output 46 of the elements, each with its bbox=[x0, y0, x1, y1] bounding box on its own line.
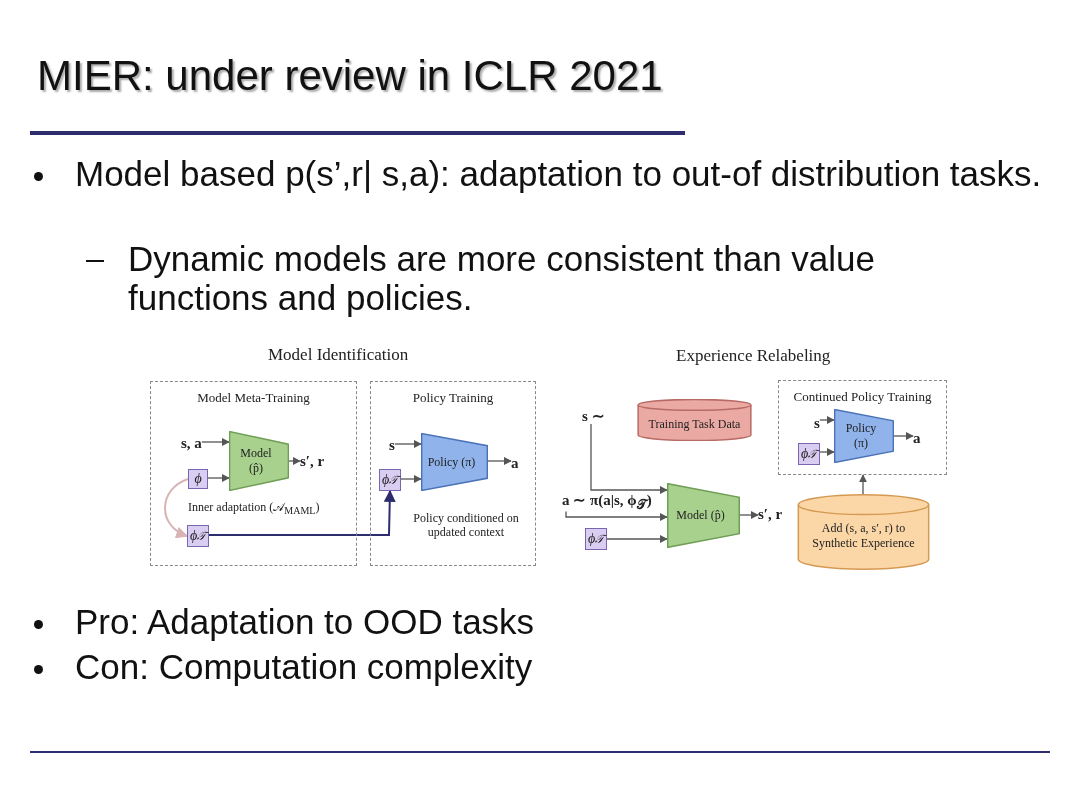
arrow bbox=[819, 448, 835, 456]
arrow bbox=[739, 511, 759, 519]
arrow bbox=[859, 474, 867, 495]
variable-label: s bbox=[389, 438, 395, 453]
section-heading: Model Identification bbox=[268, 345, 409, 365]
model-trapezoid: Model (p̂) bbox=[229, 431, 289, 491]
variable-label: a bbox=[913, 431, 921, 446]
arrow bbox=[288, 457, 301, 465]
bullet-text: Model based p(s’,r| s,a): adaptation to out-of distribution tasks. bbox=[75, 155, 1043, 194]
arrow bbox=[606, 535, 668, 543]
variable-label: s, a bbox=[181, 436, 202, 451]
bullet-text: Dynamic models are more consistent than value functions and policies. bbox=[128, 240, 876, 317]
arrow bbox=[208, 489, 396, 536]
dashed-group-box bbox=[370, 381, 536, 566]
database-cylinder: Add (s, a, s′, r) to Synthetic Experience bbox=[797, 494, 930, 570]
arrow bbox=[207, 474, 230, 482]
arrow bbox=[164, 478, 189, 538]
arrow bbox=[201, 438, 230, 446]
arrow bbox=[893, 432, 914, 440]
bullet-text: Pro: Adaptation to OOD tasks bbox=[75, 603, 536, 642]
group-title: Model Meta-Training bbox=[196, 390, 311, 406]
variable-label: a ∼ π(a|s, ϕ$_{𝒯}$) bbox=[562, 493, 652, 512]
caption-text: Policy conditioned on updated context bbox=[412, 512, 520, 540]
arrow bbox=[565, 510, 668, 521]
arrow bbox=[590, 423, 668, 494]
edge-label: Inner adaptation (𝒜$_{MAML}$) bbox=[186, 500, 322, 517]
policy-trapezoid: Policy (π) bbox=[421, 433, 488, 491]
section-heading: Experience Relabeling bbox=[676, 346, 831, 366]
context-vector-box: ϕ bbox=[188, 469, 208, 489]
variable-label: s′, r bbox=[758, 507, 783, 522]
group-title: Continued Policy Training bbox=[792, 389, 933, 405]
variable-label: s′, r bbox=[300, 454, 325, 469]
group-title: Policy Training bbox=[411, 390, 495, 406]
variable-label: a bbox=[511, 456, 519, 471]
database-cylinder: Training Task Data bbox=[637, 399, 752, 441]
slide-title: MIER: under review in ICLR 2021 bbox=[37, 52, 663, 100]
arrow bbox=[487, 457, 512, 465]
bullet-text: Con: Computation complexity bbox=[75, 648, 534, 687]
variable-label: s ∼ bbox=[582, 409, 605, 424]
arrow bbox=[819, 416, 835, 424]
model-trapezoid: Model (p̂) bbox=[667, 483, 740, 548]
policy-trapezoid: Policy (π) bbox=[834, 409, 894, 463]
variable-label: s bbox=[814, 416, 820, 431]
arrow bbox=[400, 475, 422, 483]
dashed-group-box bbox=[778, 380, 947, 475]
arrow bbox=[394, 440, 422, 448]
